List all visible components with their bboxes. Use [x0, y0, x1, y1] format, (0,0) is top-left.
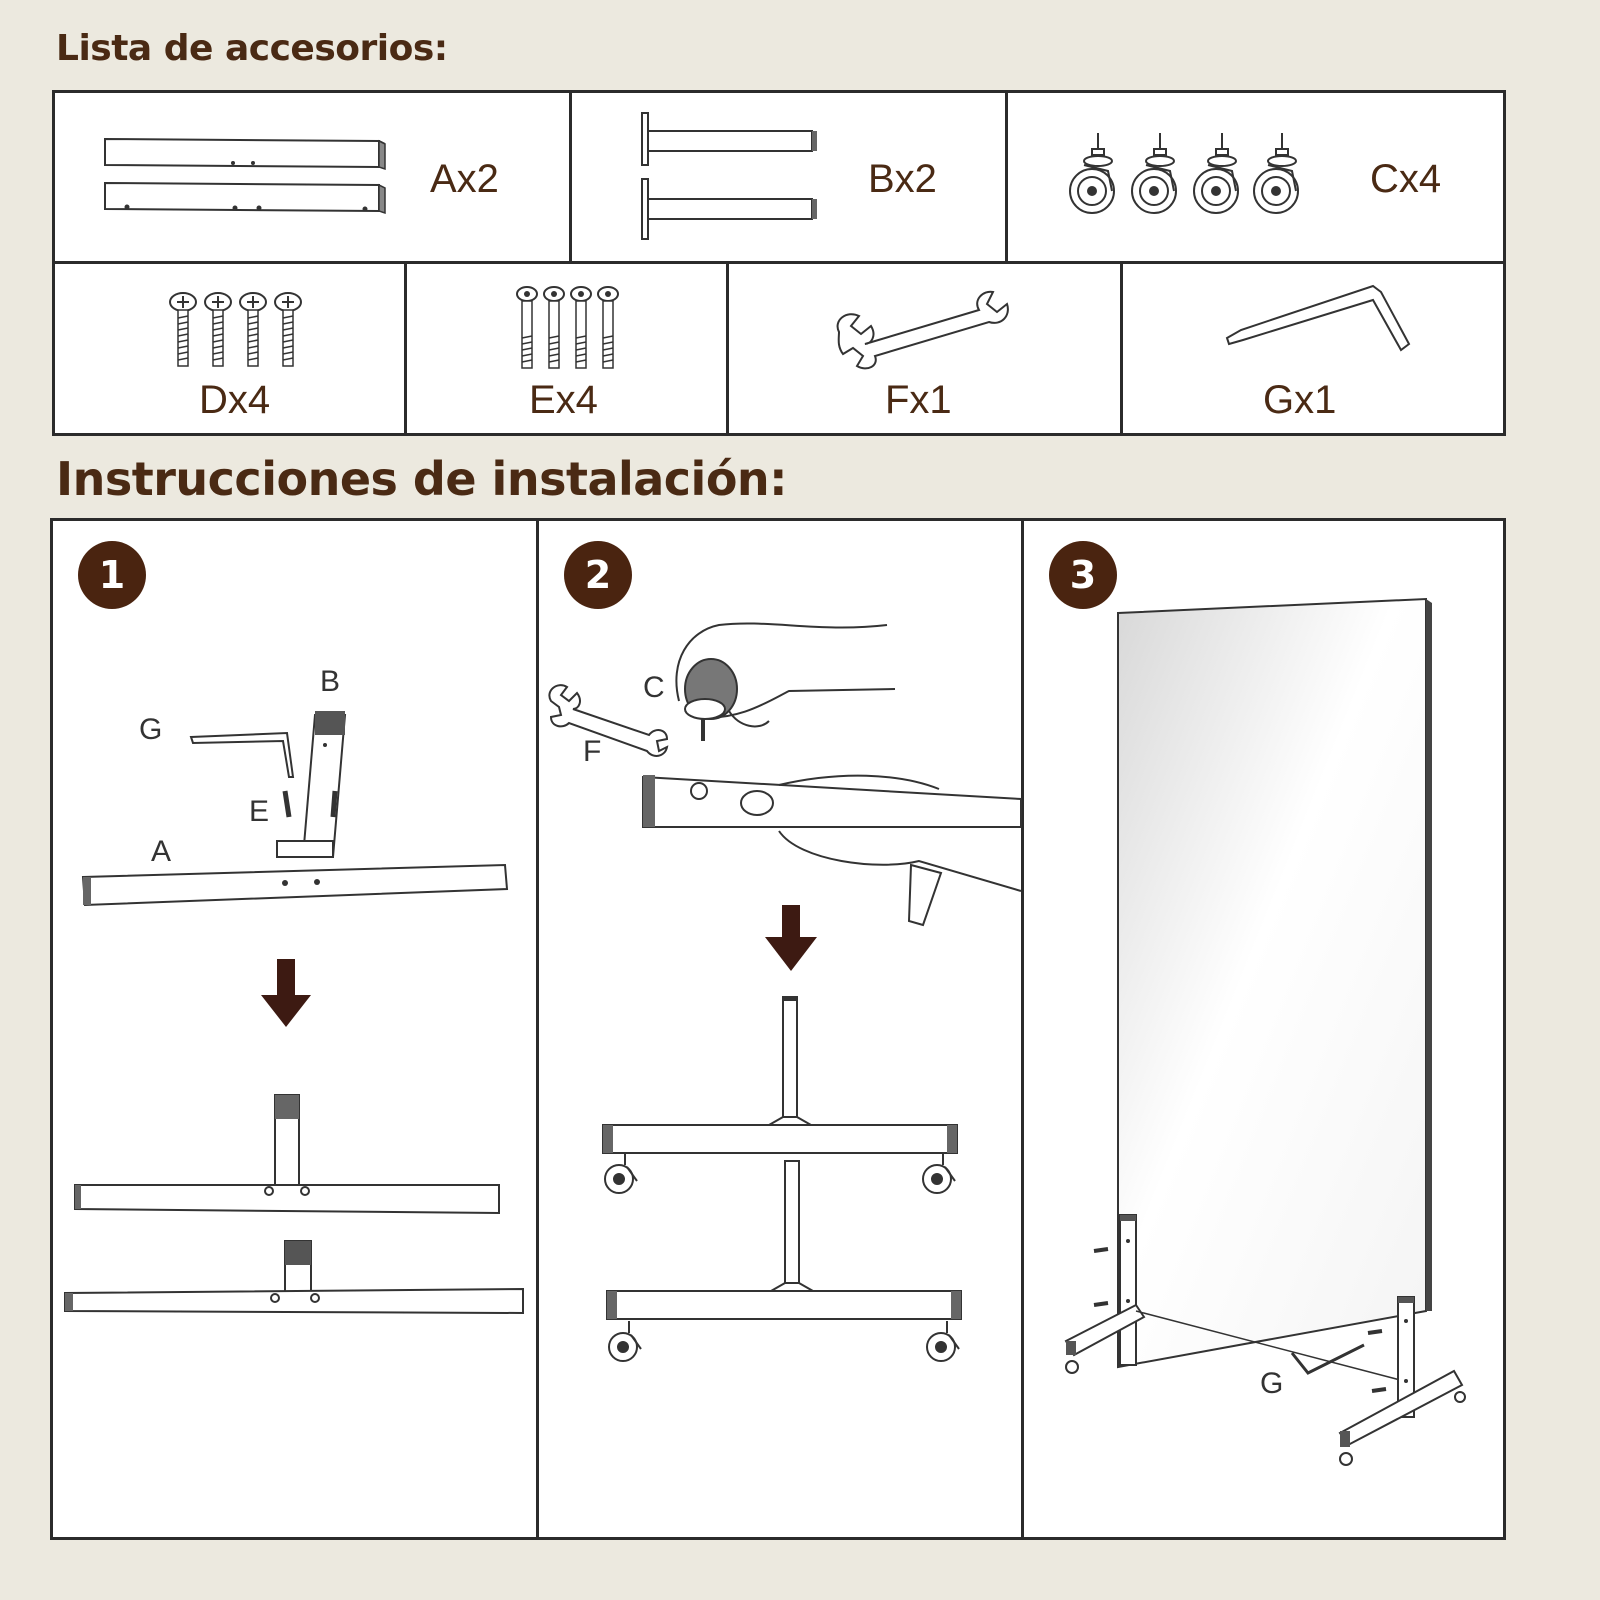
- part-b-label: Bx2: [868, 157, 937, 201]
- down-arrow-1: [261, 959, 311, 1027]
- step-1-label-b: B: [320, 665, 341, 698]
- part-c-label: Cx4: [1370, 157, 1442, 201]
- step-3-mirror-drawing: [1064, 597, 1466, 1466]
- step-1-panel: 1 B G E A: [53, 521, 536, 1537]
- step-3-panel: 3 D G: [1024, 521, 1503, 1537]
- step-1-label-e: E: [249, 795, 270, 828]
- step-2-caster-drawing: [548, 622, 1022, 1362]
- part-a-cell: Ax2: [55, 93, 569, 261]
- part-a-label: Ax2: [430, 157, 499, 201]
- step-3-label-g: G: [1260, 1367, 1284, 1400]
- accessories-table: Ax2 Bx2 Cx4: [52, 90, 1506, 436]
- step-1-badge: 1: [78, 541, 146, 609]
- instructions-heading: Instrucciones de instalación:: [56, 452, 788, 506]
- step-2-label-f: F: [583, 735, 602, 768]
- rail-icon: [104, 137, 386, 215]
- part-f-cell: Fx1: [729, 264, 1120, 436]
- down-arrow-2: [765, 905, 817, 971]
- part-e-cell: Ex4: [407, 264, 726, 436]
- screws-d-icon: [169, 292, 302, 367]
- step-1-label-a: A: [151, 835, 172, 868]
- part-g-label: Gx1: [1263, 378, 1337, 422]
- screws-e-icon: [516, 286, 619, 369]
- accessories-heading: Lista de accesorios:: [56, 28, 448, 69]
- wrench-icon: [836, 290, 1009, 370]
- part-e-label: Ex4: [529, 378, 598, 422]
- part-d-label: Dx4: [199, 378, 271, 422]
- part-d-cell: Dx4: [55, 264, 404, 436]
- step-2-panel: 2 C F: [539, 521, 1022, 1537]
- part-c-cell: Cx4: [1008, 93, 1503, 261]
- part-f-label: Fx1: [885, 378, 952, 422]
- bracket-icon: [641, 112, 817, 240]
- step-3-badge: 3: [1049, 541, 1117, 609]
- step-2-badge: 2: [564, 541, 632, 609]
- caster-wheels-icon: [1069, 132, 1299, 214]
- part-b-cell: Bx2: [572, 93, 1005, 261]
- step-2-label-c: C: [643, 671, 665, 704]
- step-1-exploded-drawing: [64, 711, 524, 1315]
- part-g-cell: Gx1: [1123, 264, 1503, 436]
- instructions-panel: 1 B G E A: [50, 518, 1506, 1540]
- step-1-label-g: G: [139, 713, 163, 746]
- hex-key-icon: [1225, 284, 1411, 352]
